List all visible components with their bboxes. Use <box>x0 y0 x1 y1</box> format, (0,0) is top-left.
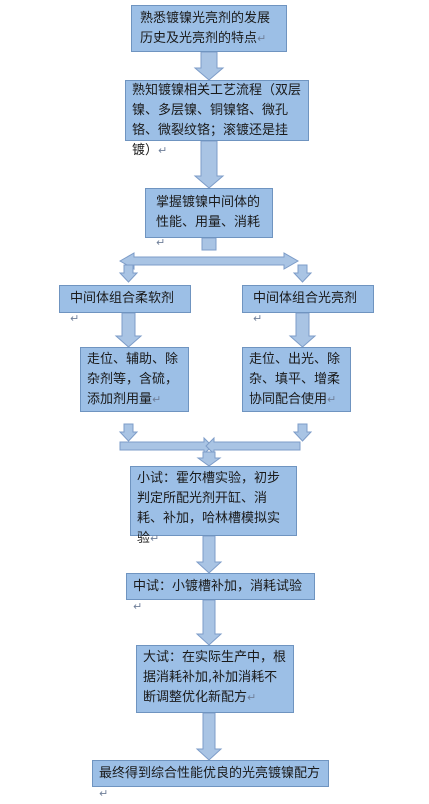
paragraph-mark-icon: ↵ <box>158 144 168 157</box>
arrow-down-3 <box>201 237 217 251</box>
step-box-small-test: 小试：霍尔槽实验，初步判定所配光剂开缸、消耗、补加，哈林槽模拟实验↵ <box>130 466 297 546</box>
step-box-pilot-test: 中试：小镀槽补加，消耗试验↵ <box>126 573 315 613</box>
step-text: 小试：霍尔槽实验，初步判定所配光剂开缸、消耗、补加，哈林槽模拟实验↵ <box>137 471 281 546</box>
merge-right-arrow <box>205 436 301 456</box>
arrow-down-6 <box>195 535 223 574</box>
paragraph-mark-icon: ↵ <box>152 393 162 406</box>
step-box-final-formula: 最终得到综合性能优良的光亮镀镍配方↵ <box>92 760 329 800</box>
paragraph-mark-icon: ↵ <box>327 393 337 406</box>
arrow-down-right-2 <box>292 423 313 442</box>
paragraph-mark-icon: ↵ <box>133 600 143 613</box>
step-text: 熟知镀镍相关工艺流程（双层镍、多层镍、铜镍铬、微孔铬、微裂纹铬；滚镀还是挂镀）↵ <box>132 83 302 158</box>
step-box-production-test: 大试：在实际生产中，根据消耗补加,补加消耗不断调整优化新配方↵ <box>136 645 294 713</box>
arrow-down-right <box>288 312 317 348</box>
arrow-down-merge <box>196 451 222 467</box>
step-box-softener: 中间体组合柔软剂↵ <box>59 285 191 325</box>
arrow-down-right-small <box>292 264 313 283</box>
paragraph-mark-icon: ↵ <box>257 32 267 45</box>
step-text: 中间体组合柔软剂↵ <box>70 291 175 325</box>
step-text: 中间体组合光亮剂↵ <box>253 291 358 325</box>
step-box-intermediates: 掌握镀镍中间体的性能、用量、消耗↵ <box>145 188 273 249</box>
step-text: 熟悉镀镍光亮剂的发展历史及光亮剂的特点↵ <box>140 11 271 46</box>
arrow-down-8 <box>195 712 223 761</box>
paragraph-mark-icon: ↵ <box>247 691 257 704</box>
step-text: 走位、出光、除杂、填平、增柔协同配合使用↵ <box>249 352 341 407</box>
step-box-softener-detail: 走位、辅助、除杂剂等，含硫，添加剂用量↵ <box>80 347 189 412</box>
paragraph-mark-icon: ↵ <box>70 312 80 325</box>
split-double-arrow <box>118 252 300 270</box>
arrow-down-left <box>114 312 143 348</box>
step-box-process: 熟知镀镍相关工艺流程（双层镍、多层镍、铜镍铬、微孔铬、微裂纹铬；滚镀还是挂镀）↵ <box>125 80 309 158</box>
arrow-down-left-2 <box>118 423 139 442</box>
arrow-down-1 <box>193 51 225 81</box>
step-text: 最终得到综合性能优良的光亮镀镍配方↵ <box>99 766 321 800</box>
paragraph-mark-icon: ↵ <box>99 787 109 800</box>
merge-left-arrow <box>119 436 213 456</box>
step-box-brightener: 中间体组合光亮剂↵ <box>242 285 374 325</box>
paragraph-mark-icon: ↵ <box>156 236 166 249</box>
step-text: 走位、辅助、除杂剂等，含硫，添加剂用量↵ <box>87 352 179 407</box>
arrow-down-2 <box>193 140 225 189</box>
step-box-history: 熟悉镀镍光亮剂的发展历史及光亮剂的特点↵ <box>131 5 287 52</box>
step-text: 中试：小镀槽补加，消耗试验↵ <box>133 579 303 613</box>
step-text: 大试：在实际生产中，根据消耗补加,补加消耗不断调整优化新配方↵ <box>143 650 287 705</box>
paragraph-mark-icon: ↵ <box>253 312 263 325</box>
step-text: 掌握镀镍中间体的性能、用量、消耗↵ <box>156 195 261 249</box>
arrow-down-left-small <box>118 264 139 283</box>
paragraph-mark-icon: ↵ <box>150 532 160 545</box>
arrow-down-7 <box>195 599 223 646</box>
step-box-brightener-detail: 走位、出光、除杂、填平、增柔协同配合使用↵ <box>242 347 351 412</box>
